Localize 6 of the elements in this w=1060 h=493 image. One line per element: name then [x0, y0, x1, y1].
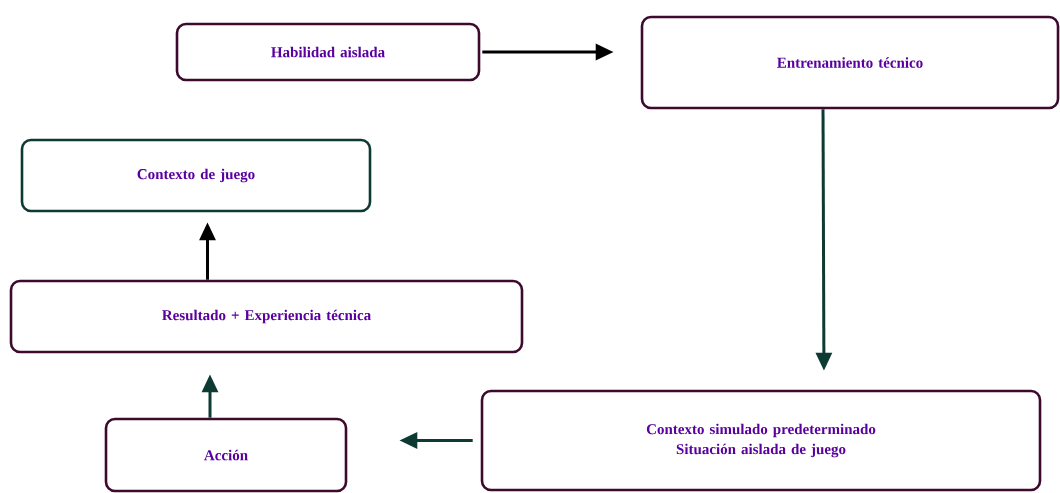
process-box: Contexto de juego [20, 138, 372, 213]
process-box: Resultado + Experiencia técnica [9, 279, 524, 354]
process-box: Entrenamiento técnico [640, 15, 1060, 110]
process-box: Habilidad aislada [175, 22, 481, 82]
process-box: Acción [104, 417, 348, 493]
process-box: Contexto simulado predeterminado Situación aislada de juego [480, 389, 1042, 492]
